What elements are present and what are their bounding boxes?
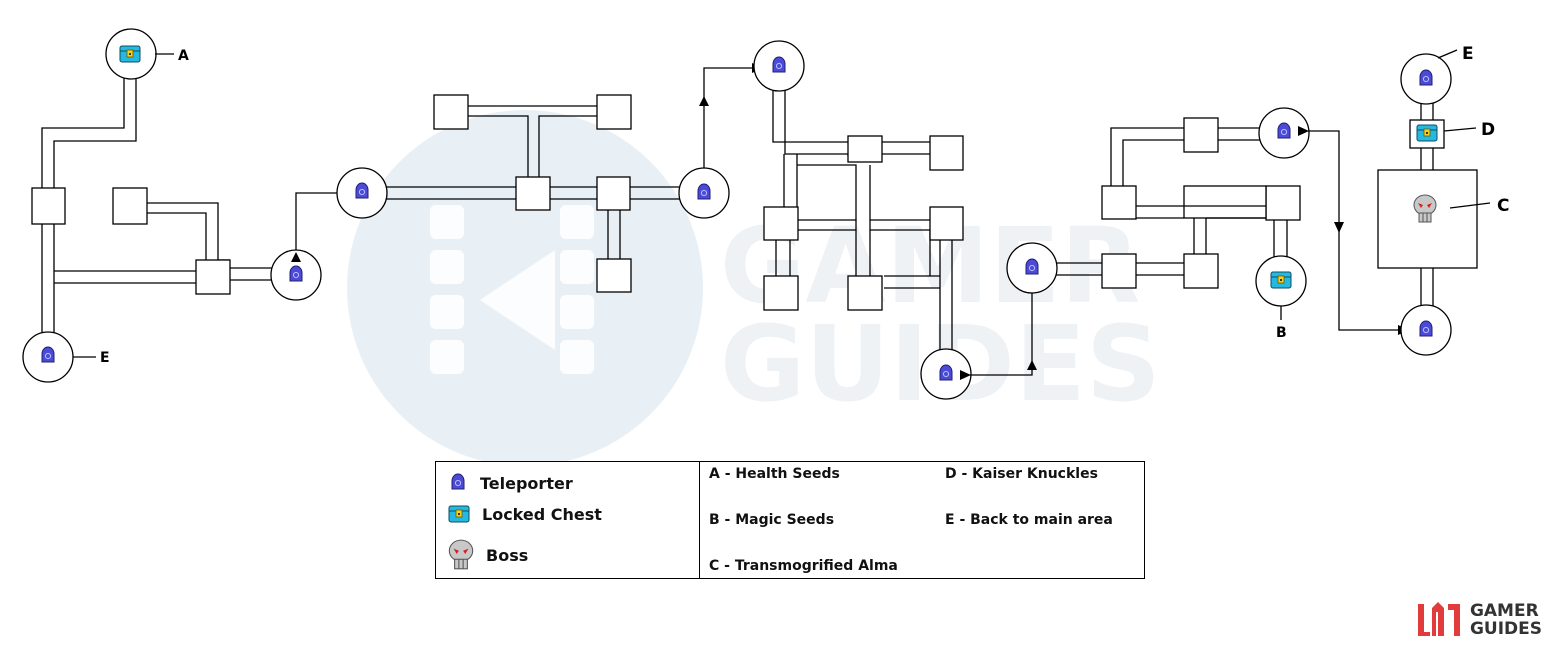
map-section-2: [336, 94, 730, 293]
room: [1101, 253, 1137, 289]
room: [112, 187, 148, 225]
legend-item-boss: Boss: [446, 538, 528, 572]
marker-e-left: E: [100, 350, 110, 366]
room: [847, 135, 883, 163]
room: [596, 94, 632, 130]
teleporter-icon: [1419, 320, 1433, 337]
legend-label: Locked Chest: [482, 504, 602, 524]
room: [763, 206, 799, 241]
locked-chest-icon: [1270, 271, 1292, 289]
map-legend: Teleporter Locked Chest Boss A - Health …: [435, 461, 1145, 579]
locked-chest-icon: [448, 505, 470, 523]
connection-arrow: [699, 63, 763, 168]
map-section-4: B: [1006, 107, 1310, 341]
room: [929, 206, 964, 241]
legend-key-c: C - Transmogrified Alma: [709, 558, 898, 574]
legend-key-e: E - Back to main area: [945, 512, 1113, 528]
room: [31, 187, 66, 225]
marker-a: A: [178, 48, 189, 64]
teleporter-icon: [451, 473, 465, 490]
teleporter-icon: [1025, 258, 1039, 275]
room: [847, 275, 883, 311]
teleporter-icon: [355, 182, 369, 199]
legend-key-d: D - Kaiser Knuckles: [945, 466, 1098, 482]
marker-d: D: [1481, 120, 1495, 140]
room: [596, 258, 632, 293]
marker-e-right: E: [1462, 44, 1474, 64]
gamer-guides-logo: GAMER GUIDES: [1414, 598, 1542, 642]
room: [596, 176, 631, 211]
room: [1183, 253, 1219, 289]
teleporter-icon: [1419, 69, 1433, 86]
room: [433, 94, 469, 130]
teleporter-icon: [289, 265, 303, 282]
map-section-1: A E: [22, 28, 322, 383]
legend-item-locked-chest: Locked Chest: [446, 503, 602, 525]
teleporter-icon: [772, 56, 786, 73]
legend-key-a: A - Health Seeds: [709, 466, 840, 482]
room: [515, 176, 551, 211]
room: [763, 275, 799, 311]
legend-label: Teleporter: [480, 473, 573, 493]
room: [1183, 117, 1219, 153]
marker-b: B: [1276, 325, 1287, 341]
legend-divider: [699, 462, 700, 578]
teleporter-icon: [1277, 122, 1291, 139]
boss-skull-icon: [448, 539, 474, 570]
room: [1265, 185, 1301, 221]
map-section-3: [753, 40, 972, 400]
legend-label: Boss: [486, 545, 529, 565]
legend-key-b: B - Magic Seeds: [709, 512, 835, 528]
marker-c: C: [1497, 196, 1509, 216]
room: [929, 135, 964, 171]
gamer-guides-logo-icon: [1417, 602, 1460, 636]
teleporter-icon: [939, 364, 953, 381]
room: [1101, 185, 1137, 220]
legend-item-teleporter: Teleporter: [446, 472, 573, 494]
locked-chest-icon: [1416, 124, 1438, 142]
teleporter-icon: [697, 183, 711, 200]
teleporter-icon: [41, 346, 55, 363]
brand-line1: GAMER: [1469, 601, 1539, 621]
brand-line2: GUIDES: [1469, 619, 1542, 639]
room: [195, 259, 231, 295]
locked-chest-icon: [119, 45, 141, 63]
map-section-5: E D C: [1377, 44, 1509, 356]
